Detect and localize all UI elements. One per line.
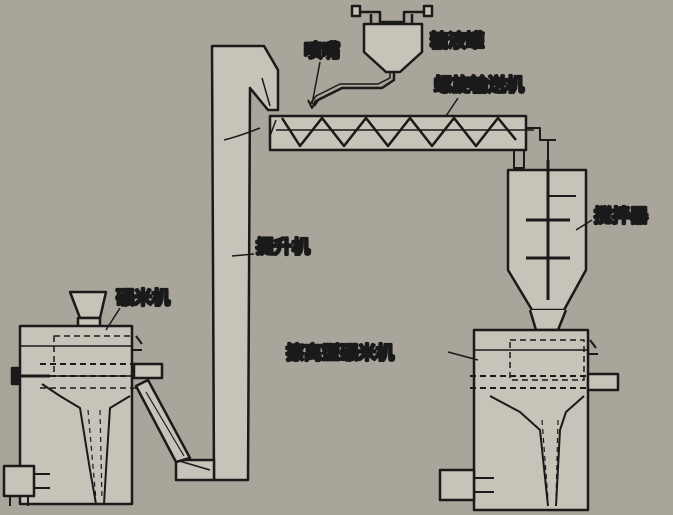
friction-mill-label: 擦离型碾米机 [286, 342, 394, 364]
bucket-elevator [174, 44, 280, 482]
syrup-tank-label: 糖液罐 [430, 30, 484, 52]
rice-mill [2, 290, 164, 506]
elevator-label: 提升机 [256, 236, 310, 258]
inclined-chute [134, 378, 192, 464]
mixer-label: 搅拌器 [594, 205, 649, 227]
nozzle-label: 喷嘴 [304, 41, 340, 62]
nozzle [307, 61, 321, 109]
screw-conveyor-label: 螺旋输送机 [434, 74, 524, 96]
syrup-tank [309, 4, 434, 107]
rice-mill-label: 碾米机 [116, 287, 170, 309]
mixer [506, 160, 588, 332]
friction-rice-mill [438, 328, 620, 512]
screw-conveyor [268, 114, 556, 170]
